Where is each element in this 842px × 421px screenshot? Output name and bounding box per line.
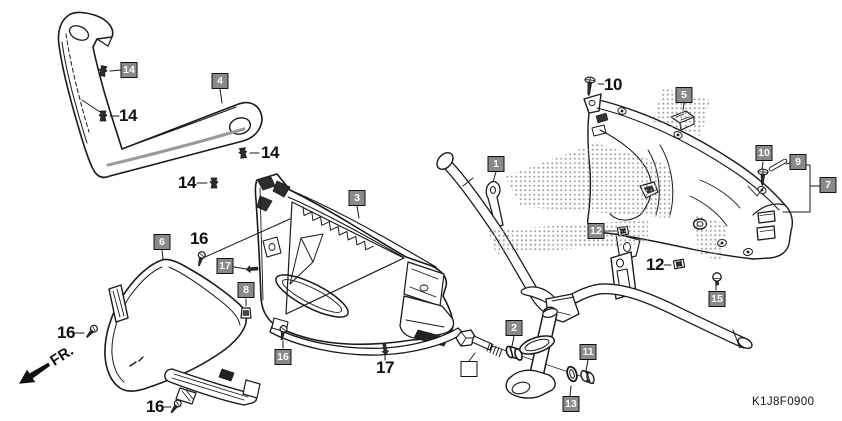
callout-text-14: 14 xyxy=(261,143,279,162)
callout-text-14: 14 xyxy=(178,173,196,192)
callout-text-16: 16 xyxy=(146,397,164,416)
callout-text-10: 10 xyxy=(604,75,622,94)
callout-box-6: 6 xyxy=(153,234,171,250)
callout-text-17: 17 xyxy=(376,358,394,377)
callout-text-14: 14 xyxy=(119,106,137,125)
callout-box-4: 4 xyxy=(211,73,229,89)
callout-box-5: 5 xyxy=(675,87,693,103)
callout-box-2: 2 xyxy=(505,320,523,336)
callout-box-16: 16 xyxy=(274,349,292,365)
callout-text-16: 16 xyxy=(190,229,208,248)
callout-box-10: 10 xyxy=(755,145,773,161)
callout-box-12: 12 xyxy=(587,223,605,239)
callout-box-11: 11 xyxy=(579,344,597,360)
part-6-windscreen-art xyxy=(104,258,261,406)
part-4-upper-cover-art xyxy=(57,11,263,179)
callout-box-17: 17 xyxy=(216,258,234,274)
callout-box-3: 3 xyxy=(348,190,366,206)
callout-box-9: 9 xyxy=(789,154,807,170)
callout-box-blank xyxy=(460,361,478,377)
callout-box-14: 14 xyxy=(120,62,138,78)
callout-text-12: 12 xyxy=(646,255,664,274)
callout-box-13: 13 xyxy=(562,396,580,412)
callout-text-16: 16 xyxy=(57,323,75,342)
steering-stem-art xyxy=(455,286,595,399)
callout-box-8: 8 xyxy=(237,282,255,298)
leader-lines xyxy=(73,69,820,408)
part-3-front-handle-cover-art xyxy=(254,173,464,356)
callout-box-15: 15 xyxy=(708,291,726,307)
callout-box-1: 1 xyxy=(487,156,505,172)
diagram-code: K1J8F0900 xyxy=(752,396,815,408)
callout-box-7: 7 xyxy=(819,177,837,193)
